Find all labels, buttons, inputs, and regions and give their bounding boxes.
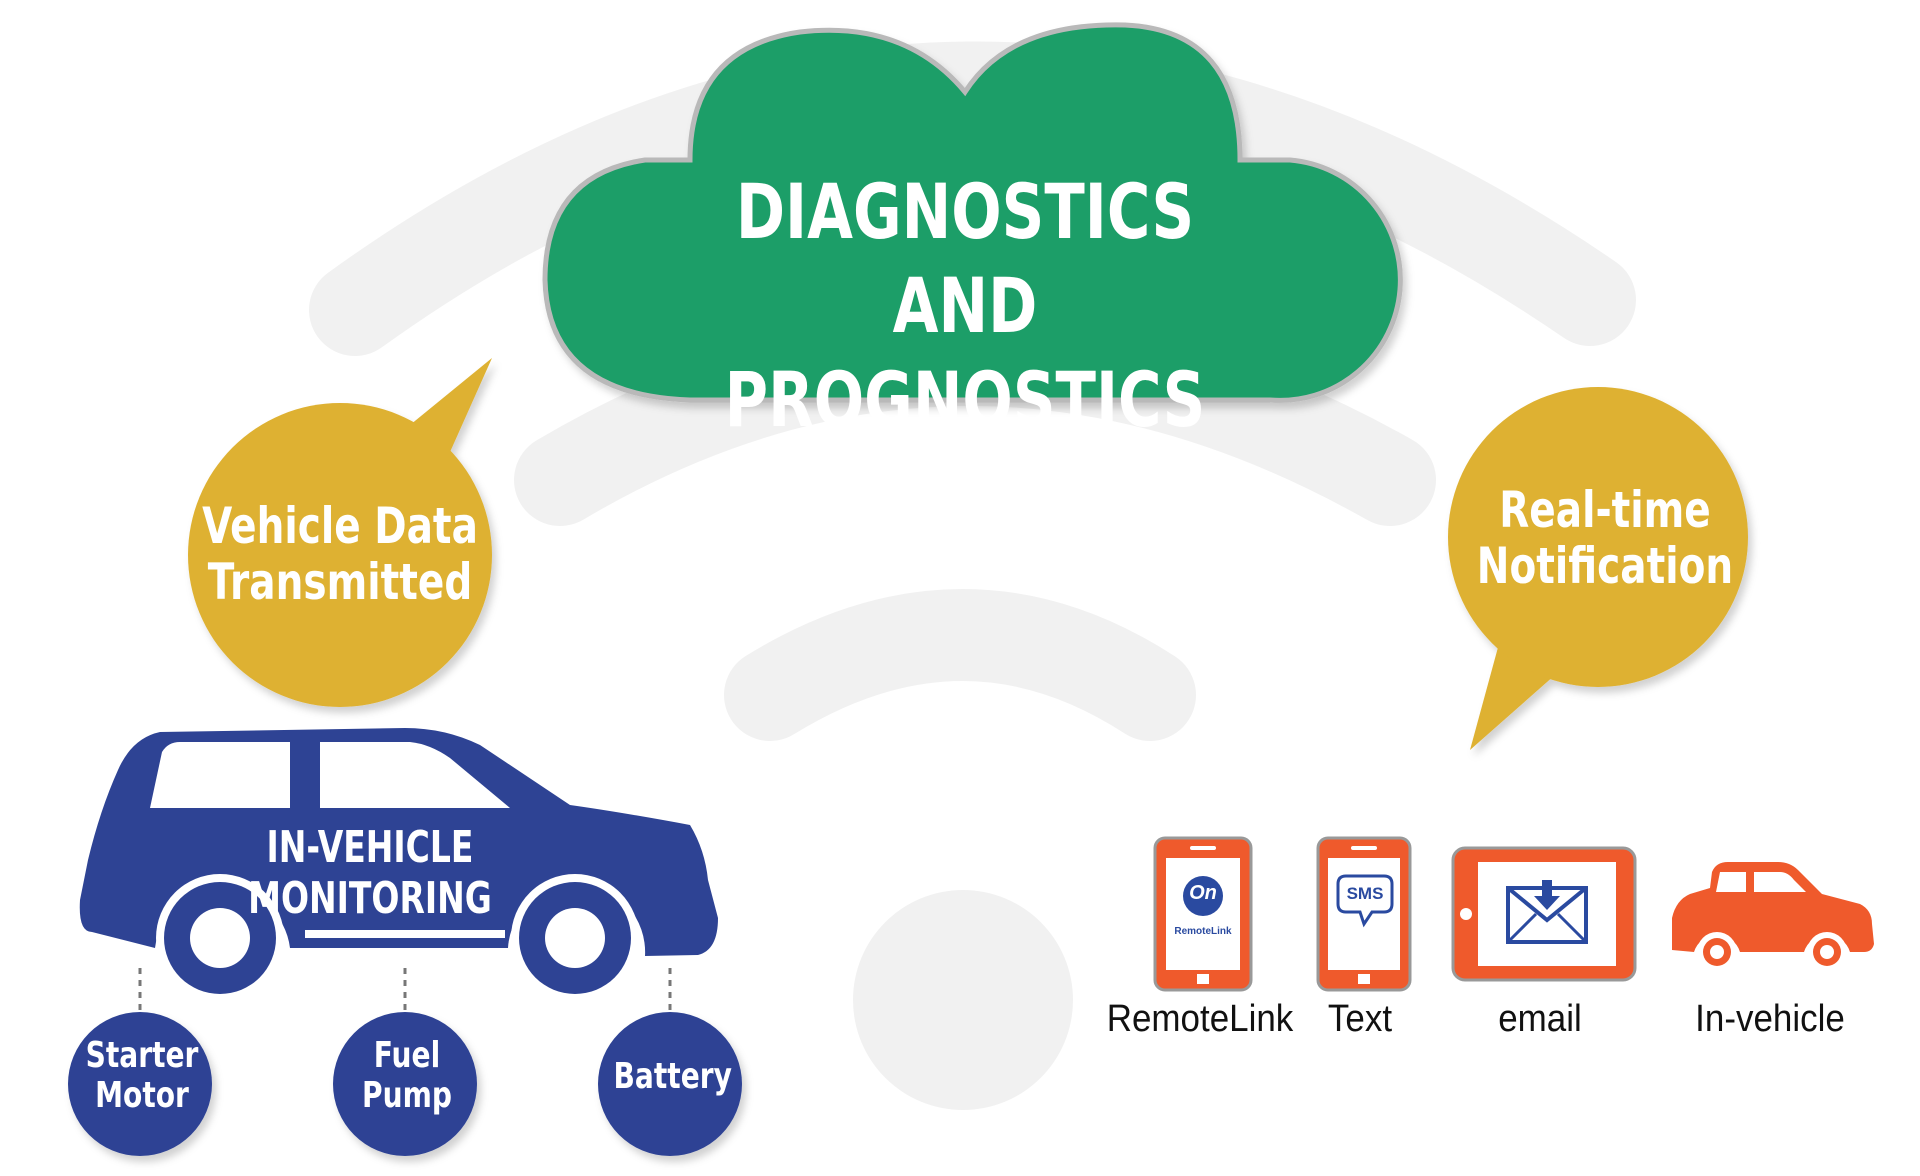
vehicle-wheel-front <box>156 874 284 1002</box>
bubble-left-text: Vehicle Data Transmitted <box>196 498 485 610</box>
component-circle-fuel <box>333 1012 477 1156</box>
channel-label-remotelink: RemoteLink <box>1106 998 1294 1040</box>
component-label-battery: Battery <box>613 1056 732 1097</box>
bubble-left-line1: Vehicle Data <box>202 497 478 555</box>
cloud-title-line2: PROGNOSTICS <box>724 355 1206 444</box>
component-label-starter: Starter Motor <box>84 1036 201 1116</box>
vehicle-silhouette <box>79 728 718 1002</box>
onstar-logo-text: On <box>1189 882 1217 904</box>
vehicle-wheel-rear <box>511 874 639 1002</box>
component-fuel-line2: Pump <box>362 1075 452 1116</box>
vehicle-window-rear <box>320 742 510 808</box>
speech-bubble-right <box>1448 387 1748 750</box>
phone-remotelink-icon <box>1153 836 1253 992</box>
car-icon <box>1672 862 1874 972</box>
channel-label-email: email <box>1498 998 1582 1040</box>
component-battery-line1: Battery <box>613 1056 732 1097</box>
vehicle-window-front <box>150 742 290 808</box>
bubble-left-line2: Transmitted <box>207 553 473 611</box>
cloud-title-line1: DIAGNOSTICS AND <box>735 167 1195 350</box>
cloud-title: DIAGNOSTICS AND PROGNOSTICS <box>692 165 1238 447</box>
bubble-right-line1: Real-time <box>1499 481 1711 539</box>
component-starter-line1: Starter <box>85 1035 199 1076</box>
vehicle-label: IN-VEHICLE MONITORING <box>248 822 492 924</box>
bubble-right-line2: Notification <box>1476 537 1734 595</box>
phone-sms-icon <box>1316 836 1412 992</box>
tablet-email-icon <box>1451 846 1637 982</box>
bubble-right-text: Real-time Notification <box>1465 482 1746 594</box>
cloud-shape <box>542 22 1403 403</box>
remotelink-app-caption: RemoteLink <box>1174 926 1232 937</box>
wifi-dot <box>853 890 1073 1110</box>
component-fuel-line1: Fuel <box>373 1035 441 1076</box>
sms-bubble-text: SMS <box>1346 884 1384 903</box>
channel-label-in-vehicle: In-vehicle <box>1695 998 1845 1040</box>
component-starter-line2: Motor <box>95 1075 189 1116</box>
channel-label-text: Text <box>1327 998 1393 1040</box>
component-circle-battery <box>598 1012 742 1156</box>
speech-bubble-left <box>188 358 492 707</box>
component-label-fuel: Fuel Pump <box>349 1036 466 1116</box>
component-circle-starter <box>68 1012 212 1156</box>
